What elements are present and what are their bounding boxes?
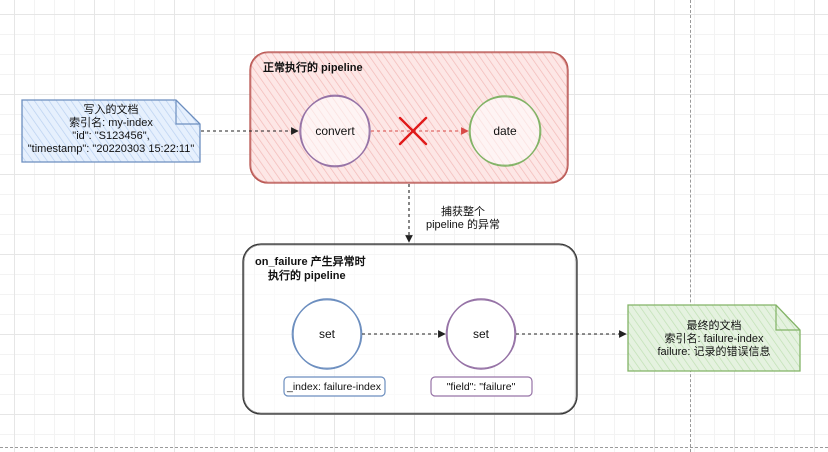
input-document-note bbox=[21, 99, 201, 163]
tag-index-box bbox=[283, 376, 386, 397]
failure-pipeline-title-line2: 执行的 pipeline bbox=[268, 270, 346, 282]
date-node-label: date bbox=[493, 124, 517, 138]
normal-pipeline-title: 正常执行的 pipeline bbox=[263, 62, 363, 74]
set-node-2-label: set bbox=[472, 327, 490, 341]
convert-node bbox=[299, 94, 371, 168]
tag-field-label: "field": "failure" bbox=[446, 381, 516, 393]
catch-edge-line1: 捕获整个 bbox=[441, 206, 485, 218]
guide-line-vertical bbox=[690, 0, 691, 452]
output-doc-line2: 索引名: failure-index bbox=[664, 333, 764, 345]
input-doc-line1: 写入的文档 bbox=[83, 104, 139, 116]
date-node bbox=[468, 95, 542, 167]
error-cross-icon bbox=[398, 116, 428, 146]
failure-pipeline-title-line1: on_failure 产生异常时 bbox=[255, 256, 366, 268]
output-document-text: 最终的文档 索引名: failure-index failure: 记录的错误信… bbox=[628, 320, 800, 359]
guide-line-horizontal bbox=[0, 447, 828, 448]
set-node-1 bbox=[291, 298, 363, 370]
set-node-1-label: set bbox=[318, 327, 336, 341]
set-node-2 bbox=[445, 298, 517, 370]
catch-edge-line2: pipeline 的异常 bbox=[426, 219, 500, 231]
input-doc-line4: "timestamp": "20220303 15:22:11" bbox=[27, 143, 195, 155]
input-doc-line2: 索引名: my-index bbox=[69, 117, 153, 129]
output-document-note bbox=[627, 304, 801, 372]
output-doc-line1: 最终的文档 bbox=[686, 320, 742, 332]
input-document-text: 写入的文档 索引名: my-index "id": "S123456", "ti… bbox=[22, 104, 200, 156]
input-doc-line3: "id": "S123456", bbox=[72, 130, 150, 142]
convert-node-label: convert bbox=[315, 124, 355, 138]
catch-edge-label: 捕获整个 pipeline 的异常 bbox=[418, 206, 508, 232]
tag-index-label: _index: failure-index bbox=[287, 381, 381, 393]
failure-pipeline-container bbox=[242, 243, 578, 415]
tag-field-box bbox=[430, 376, 533, 397]
output-doc-line3: failure: 记录的错误信息 bbox=[657, 346, 771, 358]
